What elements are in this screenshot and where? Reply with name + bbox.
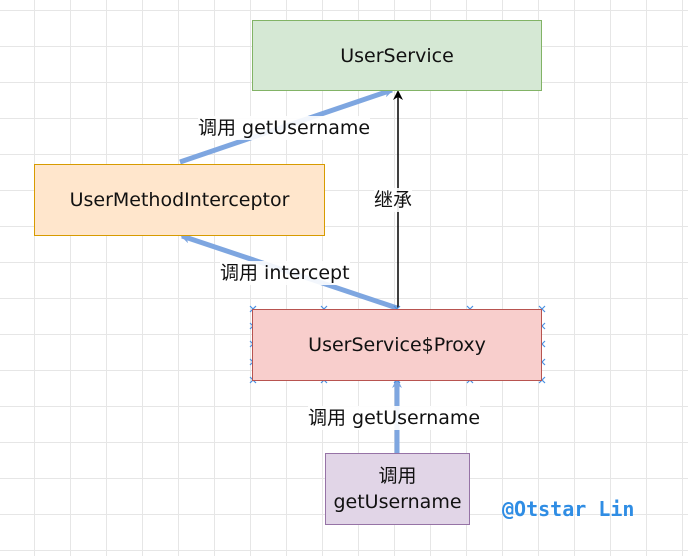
edge-label-caller-to-proxy: 调用 getUsername bbox=[308, 406, 481, 430]
node-user-service[interactable]: UserService bbox=[252, 20, 542, 91]
node-interceptor[interactable]: UserMethodInterceptor bbox=[34, 164, 325, 236]
node-interceptor-label: UserMethodInterceptor bbox=[69, 189, 290, 211]
node-caller-label: 调用 getUsername bbox=[333, 465, 462, 513]
edge-label-proxy-to-service: 继承 bbox=[374, 188, 413, 212]
node-proxy-label: UserService$Proxy bbox=[308, 334, 486, 356]
edge-label-interceptor-to-service: 调用 getUsername bbox=[198, 116, 371, 140]
watermark: @Otstar Lin bbox=[502, 497, 635, 521]
edge-label-proxy-to-interceptor: 调用 intercept bbox=[220, 261, 350, 285]
node-caller[interactable]: 调用 getUsername bbox=[325, 453, 470, 525]
node-proxy[interactable]: UserService$Proxy bbox=[252, 309, 542, 381]
node-user-service-label: UserService bbox=[340, 44, 454, 67]
